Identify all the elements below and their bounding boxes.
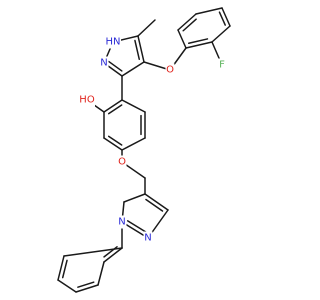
double-bond-line (77, 281, 95, 288)
atom-label-n-pz1: N (118, 217, 125, 228)
bond (121, 137, 146, 151)
bond (177, 13, 197, 31)
atom-label-background (105, 35, 121, 49)
bonds (57, 7, 231, 293)
bond (211, 25, 231, 43)
bond (137, 35, 145, 63)
bond (195, 7, 223, 15)
molecule-structure: HN N O HO O F N N (57, 7, 231, 293)
bond (103, 99, 123, 113)
double-bond-line (107, 135, 123, 146)
bond (121, 61, 145, 77)
double-bond-line (134, 39, 141, 61)
double-bond-line (108, 60, 123, 72)
bond (144, 193, 169, 211)
bond (97, 261, 105, 286)
bond (221, 7, 231, 27)
atom-label-background (79, 93, 95, 107)
bond (75, 284, 99, 293)
atom-label-background (217, 58, 227, 72)
bond (123, 193, 146, 203)
atom-label-background (117, 155, 127, 169)
double-bond-line (107, 104, 123, 115)
atom-label-o-link: O (118, 157, 126, 168)
double-bond-line (126, 220, 148, 234)
bond (63, 247, 123, 257)
bond (137, 19, 156, 37)
atom-label-background (165, 63, 175, 77)
bond (103, 247, 123, 263)
atom-label-background (143, 231, 153, 245)
bond (185, 41, 213, 49)
atom-label-n-pz2: N (144, 233, 151, 244)
atom-label-o-oh: HO (79, 95, 95, 106)
double-bond-line (187, 38, 209, 45)
double-bond-line (182, 18, 197, 32)
atom-label-background (117, 215, 127, 229)
double-bond-line (61, 259, 68, 279)
bond (57, 279, 77, 293)
atom-label-n-h: HN (106, 37, 121, 48)
atom-label-n-py: N (100, 58, 107, 69)
bond (57, 255, 65, 281)
bond (177, 29, 187, 49)
atom-label-o-ether: O (166, 65, 174, 76)
atom-label-f: F (219, 60, 225, 71)
double-bond-line (218, 11, 226, 26)
atom-label-background (99, 56, 109, 70)
bond (103, 137, 123, 151)
double-bond-line (145, 198, 164, 212)
bond (121, 99, 146, 113)
atom-labels: HN N O HO O F N N (79, 35, 227, 245)
